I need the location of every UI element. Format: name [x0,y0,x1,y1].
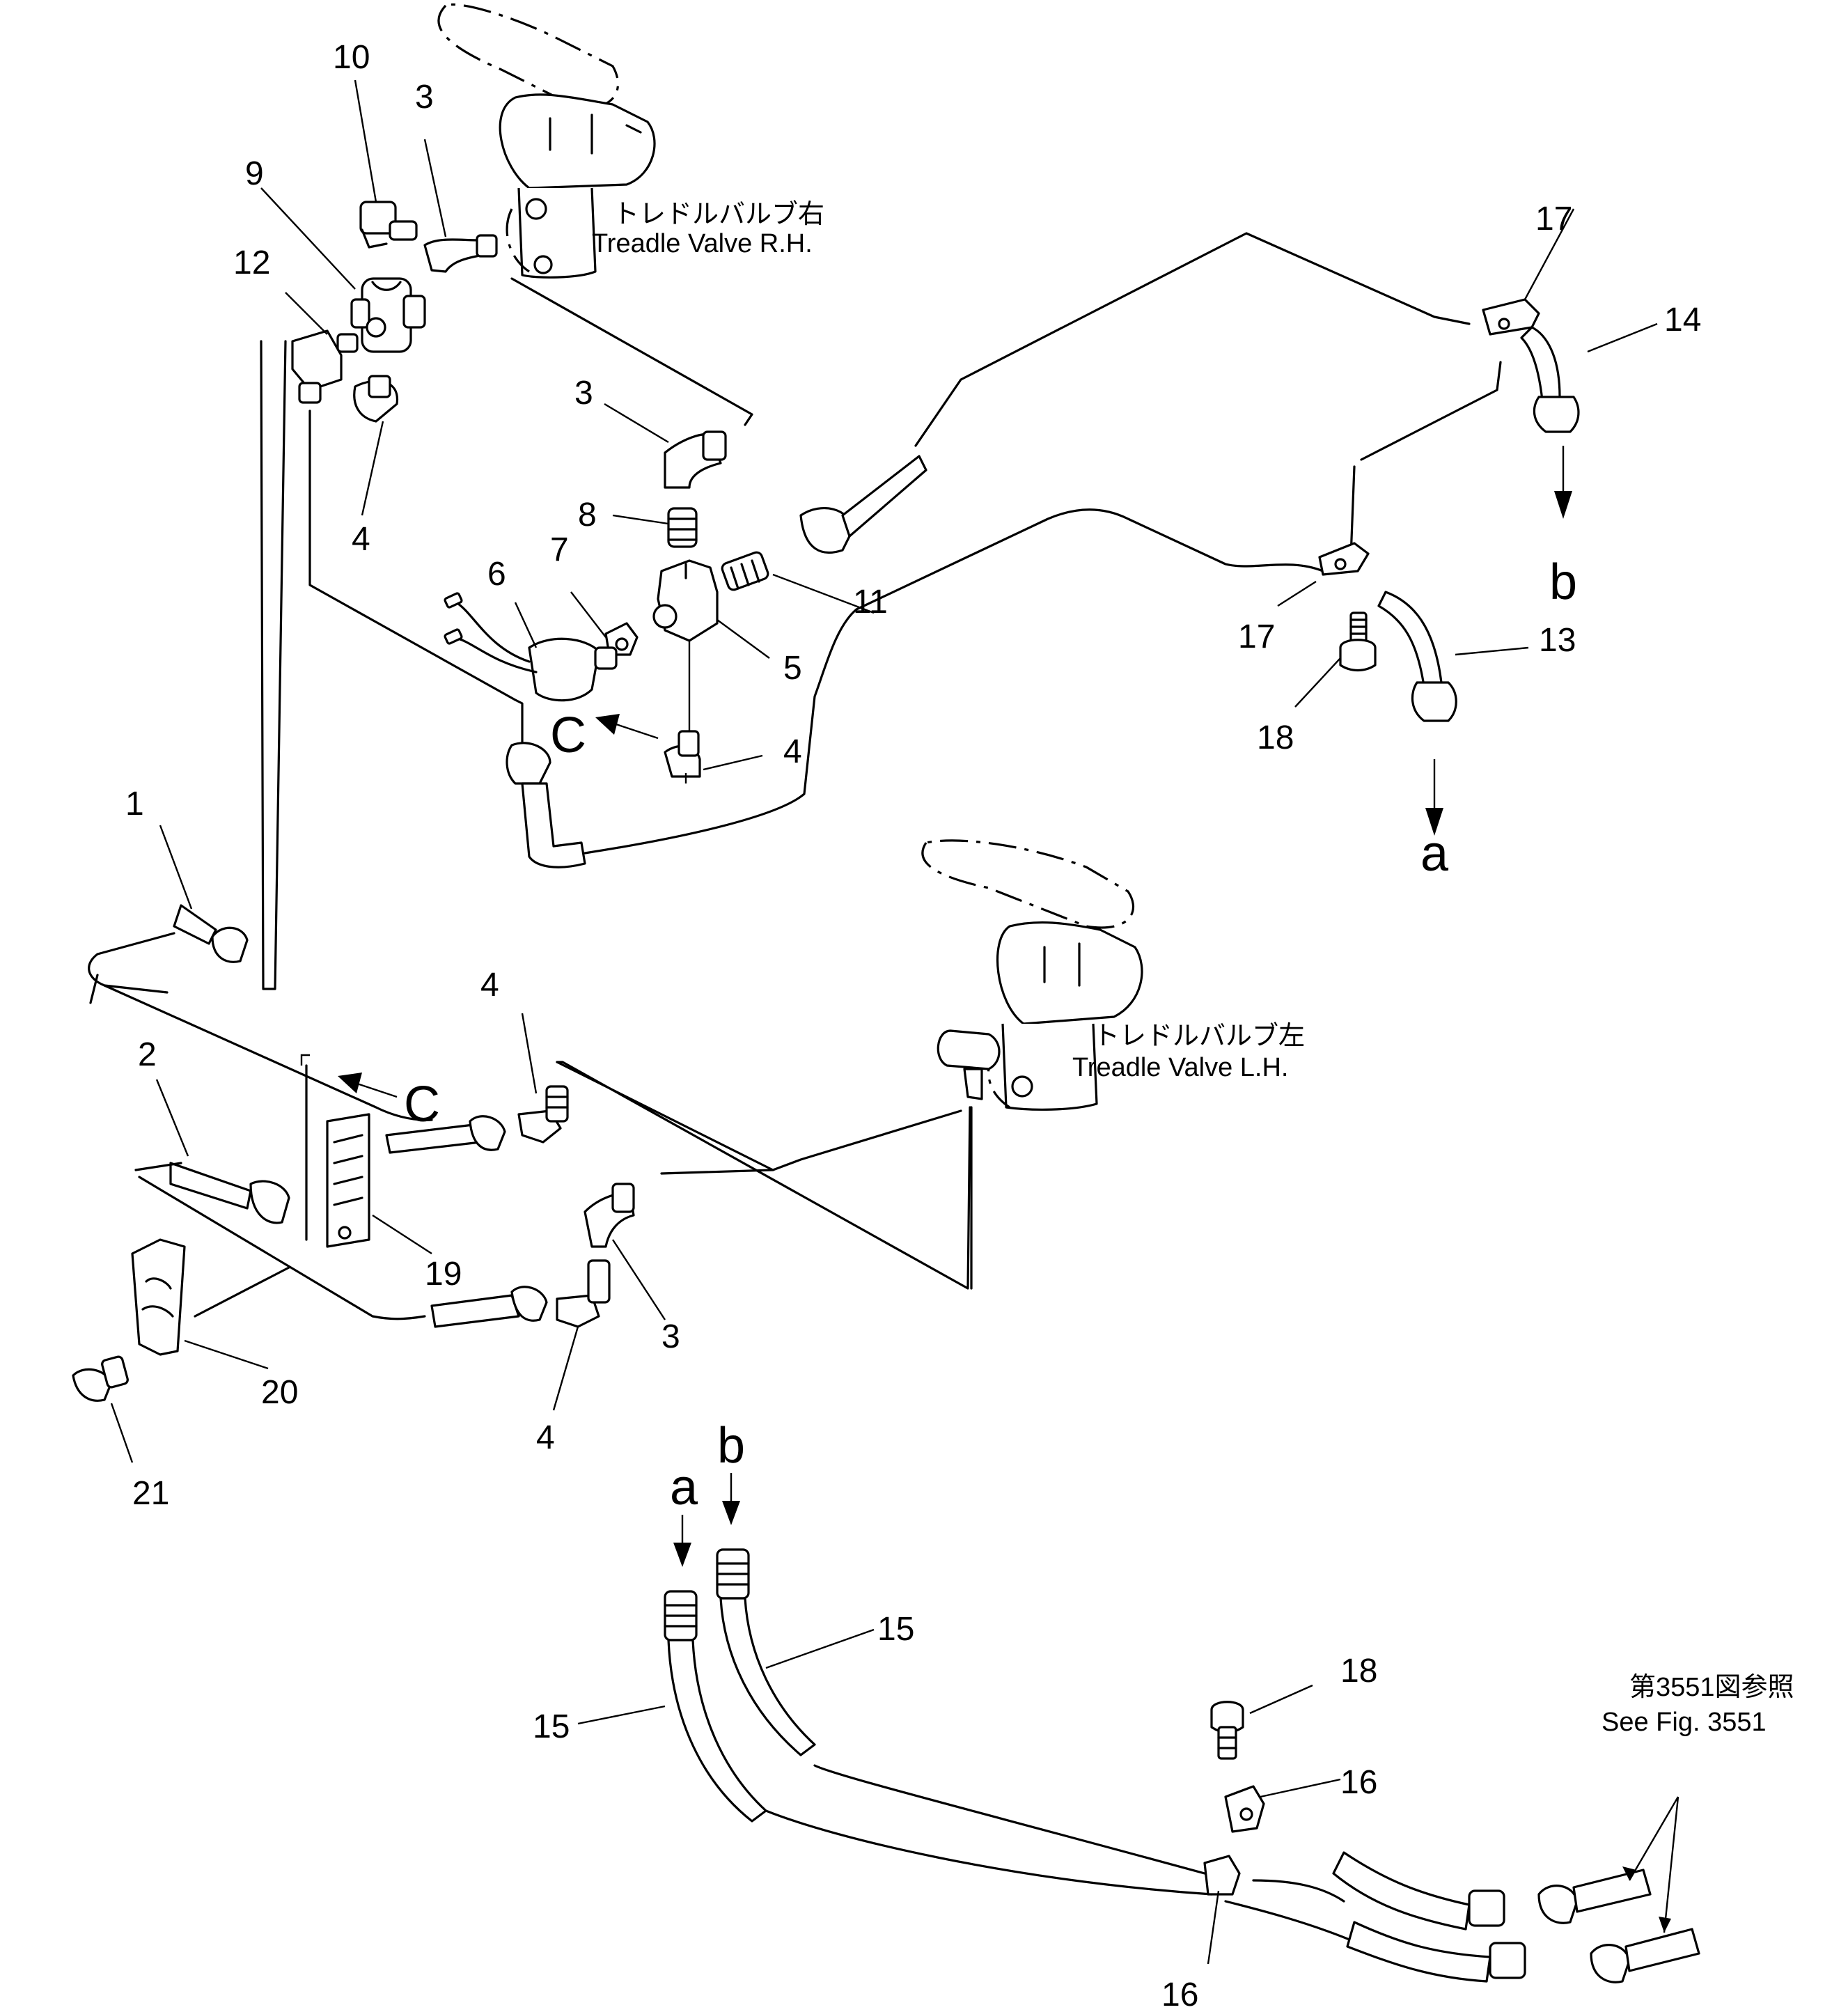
part-3a-elbow [423,234,498,273]
callout-13: 13 [1539,622,1576,659]
callout-18b: 18 [1340,1653,1377,1690]
valve-rh-caption: Treadle Valve R.H. [592,229,813,258]
flow-mark-labels: C C b a b a [404,554,1577,1515]
part-12-elbow [291,329,359,404]
part-15-hose-b [716,1548,816,1756]
callout-21: 21 [132,1475,169,1512]
callout-3a: 3 [415,79,434,116]
callout-15b: 15 [877,1611,914,1648]
treadle-valve-rh [437,3,656,279]
callout-14: 14 [1664,302,1701,338]
callout-16a: 16 [1340,1764,1377,1801]
callout-2: 2 [138,1036,157,1073]
flow-mark-a-lower: a [670,1460,698,1515]
callout-7: 7 [550,531,569,568]
part-21-bolt [72,1355,129,1402]
callout-4d: 4 [536,1419,555,1456]
callout-11: 11 [853,584,888,621]
pipe-runs [88,232,1502,1944]
part-4d-elbow [556,1259,611,1328]
part-c-lower-hose [385,1115,506,1154]
part-17-clamp-lower [1318,542,1370,576]
part-2-hose [134,1162,290,1224]
flow-mark-c-lower: C [404,1077,440,1132]
part-lower-hose-end [430,1286,548,1328]
flow-arrows [300,446,1572,1567]
callout-17a: 17 [1535,201,1572,237]
callout-8: 8 [578,497,597,533]
part-fig3551-hoses [1332,1851,1700,1983]
callout-16b: 16 [1161,1976,1198,2012]
valve-lh-caption: Treadle Valve L.H. [1072,1053,1288,1082]
part-18-bolt-upper [1339,611,1377,672]
part-13-hose [1377,591,1457,722]
part-9-valve [350,277,426,353]
part-4a-elbow [353,375,399,423]
see-fig-caption-jp: 第3551図参照 [1629,1673,1794,1702]
callout-17b: 17 [1238,618,1275,655]
part-3c-elbow [584,1183,635,1248]
callout-6: 6 [487,556,506,593]
part-15-hose-a [664,1590,767,1823]
callout-3c: 3 [661,1318,680,1355]
part-5-tee [652,559,719,642]
part-3b-elbow [664,430,727,489]
leader-lines [110,79,1679,1965]
treadle-valve-lh [921,839,1143,1111]
captions: トレドルバルブ右 Treadle Valve R.H. トレドルバルブ左 Tre… [592,200,1794,1737]
part-20-bracket [131,1238,186,1356]
see-fig-caption: See Fig. 3551 [1602,1708,1767,1737]
flow-mark-b-upper: b [1549,554,1577,610]
valve-lh-caption-jp: トレドルバルブ左 [1093,1022,1305,1051]
part-1-connector [173,904,249,963]
callout-9: 9 [245,155,264,192]
callout-4c: 4 [480,967,499,1004]
callout-4a: 4 [352,521,370,558]
part-16-clamp-lower [1203,1855,1241,1896]
part-19-block [326,1113,370,1248]
valve-rh-caption-jp: トレドルバルブ右 [613,200,824,229]
callout-1: 1 [125,786,144,822]
part-6-switch [444,592,618,702]
callout-3b: 3 [574,375,593,412]
part-4c-elbow [517,1085,569,1144]
callout-20: 20 [261,1374,298,1411]
part-18-bolt-lower [1210,1701,1244,1760]
part-4b-elbow [664,730,701,778]
callout-12: 12 [233,244,270,281]
callout-19: 19 [425,1256,462,1293]
callout-5: 5 [783,650,802,687]
callout-18a: 18 [1257,719,1294,756]
callout-4b: 4 [783,733,802,770]
flow-mark-c-upper: C [550,708,586,763]
part-16-clamp-upper [1224,1785,1265,1833]
callout-15a: 15 [533,1708,570,1745]
part-c-hose [506,742,586,868]
callout-10: 10 [333,39,370,76]
flow-mark-b-lower: b [717,1418,745,1474]
part-14-hose [1520,326,1580,433]
part-17-clamp-upper [1482,298,1540,336]
part-11-connector [721,455,927,591]
part-10-elbow [359,201,418,249]
part-8-nipple [667,507,698,548]
callout-labels: 10 3 9 12 4 3 8 7 6 11 5 4 17 14 17 13 1… [125,39,1701,2012]
flow-mark-a-upper: a [1420,826,1449,882]
